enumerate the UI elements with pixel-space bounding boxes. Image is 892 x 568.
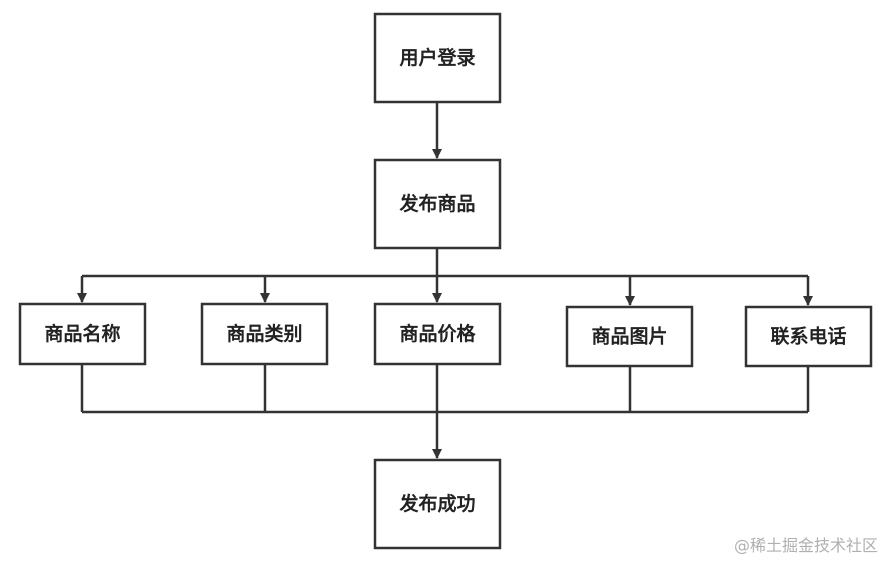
label-price: 商品价格 [399,322,476,345]
label-login: 用户登录 [399,46,475,69]
box-success [373,458,502,550]
box-category [200,302,329,366]
box-phone [744,305,873,368]
label-phone: 联系电话 [770,325,846,348]
label-success: 发布成功 [398,492,475,515]
box-login [373,12,502,104]
label-name: 商品名称 [44,322,120,345]
label-publish: 发布商品 [398,192,475,215]
box-publish [373,158,502,250]
box-price [373,302,502,366]
box-image [565,305,694,368]
box-name [18,302,147,366]
label-category: 商品类别 [226,322,302,345]
watermark: @稀土掘金技术社区 [733,536,878,555]
label-image: 商品图片 [591,325,667,348]
